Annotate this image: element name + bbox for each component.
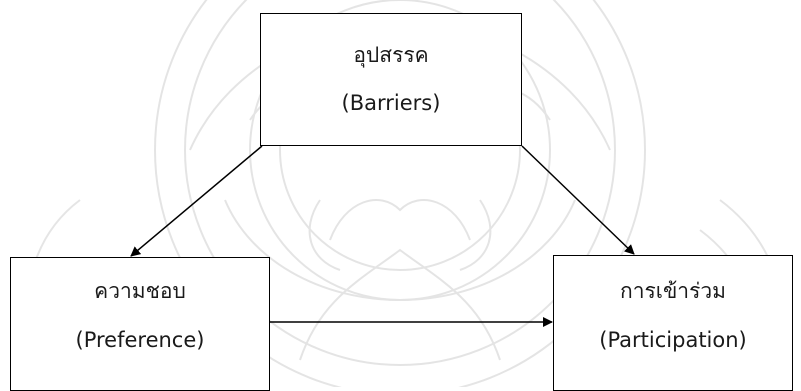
participation-node: การเข้าร่วม (Participation) <box>553 255 793 391</box>
preference-label: ความชอบ <box>94 278 186 303</box>
preference-sublabel: (Preference) <box>75 328 205 352</box>
participation-label: การเข้าร่วม <box>619 278 727 303</box>
barriers-sublabel: (Barriers) <box>341 90 441 115</box>
arrow-barriers-to-participation <box>521 145 635 255</box>
arrow-barriers-to-preference <box>130 145 263 257</box>
participation-sublabel: (Participation) <box>599 328 747 352</box>
barriers-node: อุปสรรค (Barriers) <box>260 13 522 146</box>
barriers-label: อุปสรรค <box>353 43 429 68</box>
preference-node: ความชอบ (Preference) <box>10 257 270 391</box>
